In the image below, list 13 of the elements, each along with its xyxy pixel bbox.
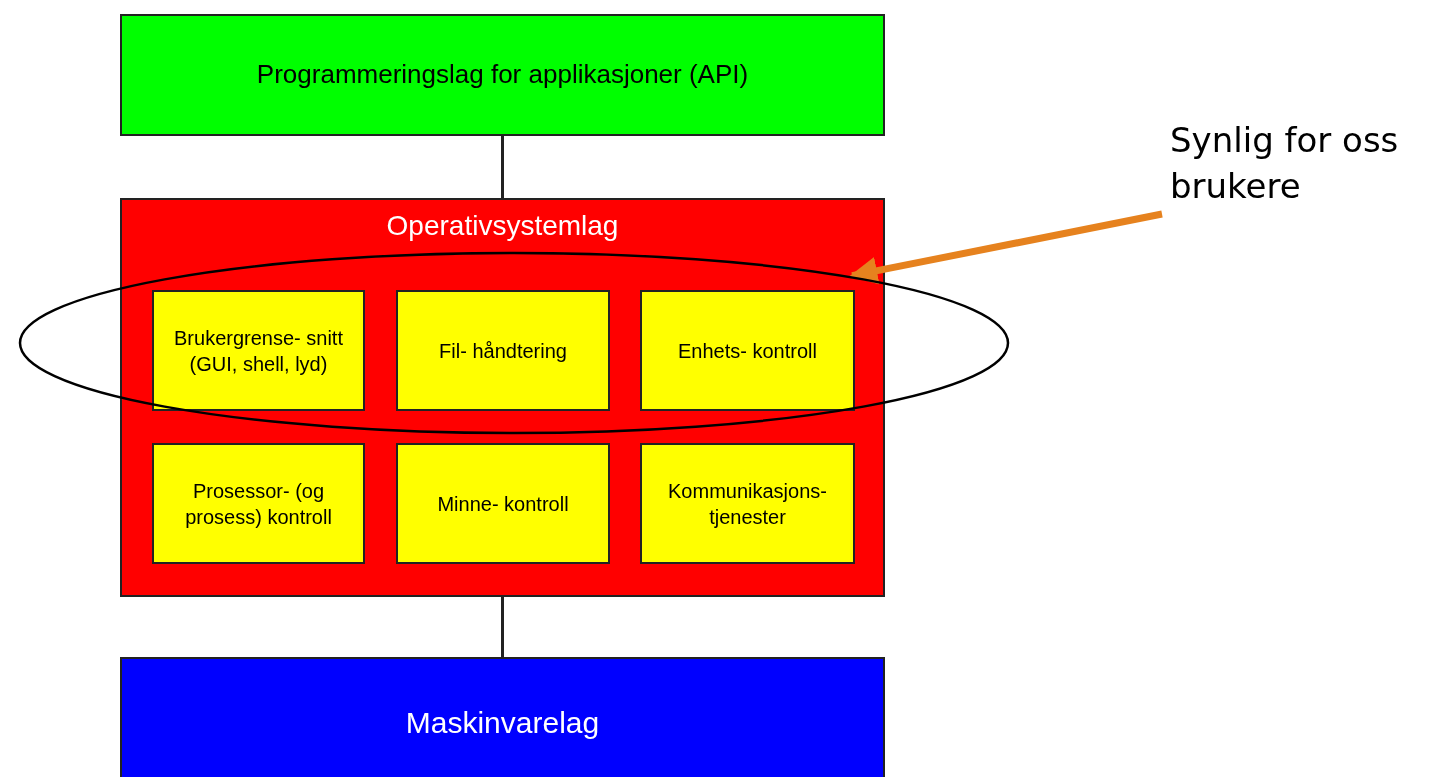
layer-label: Maskinvarelag: [404, 704, 601, 741]
module-label: Brukergrense- snitt (GUI, shell, lyd): [173, 325, 344, 377]
annotation-text: Synlig for oss brukere: [1170, 119, 1400, 208]
module-label: Kommunikasjons- tjenester: [667, 478, 828, 530]
module-label: Minne- kontroll: [436, 491, 570, 517]
connector-line: [501, 136, 504, 198]
module-label: Enhets- kontroll: [677, 338, 818, 364]
module-label: Fil- håndtering: [438, 338, 568, 364]
module-label: Prosessor- (og prosess) kontroll: [184, 478, 333, 530]
layer-title: Operativsystemlag: [385, 209, 620, 243]
layer-label: Programmeringslag for applikasjoner (API): [255, 58, 750, 92]
arrow: [849, 210, 1163, 285]
connector-line: [501, 597, 504, 657]
